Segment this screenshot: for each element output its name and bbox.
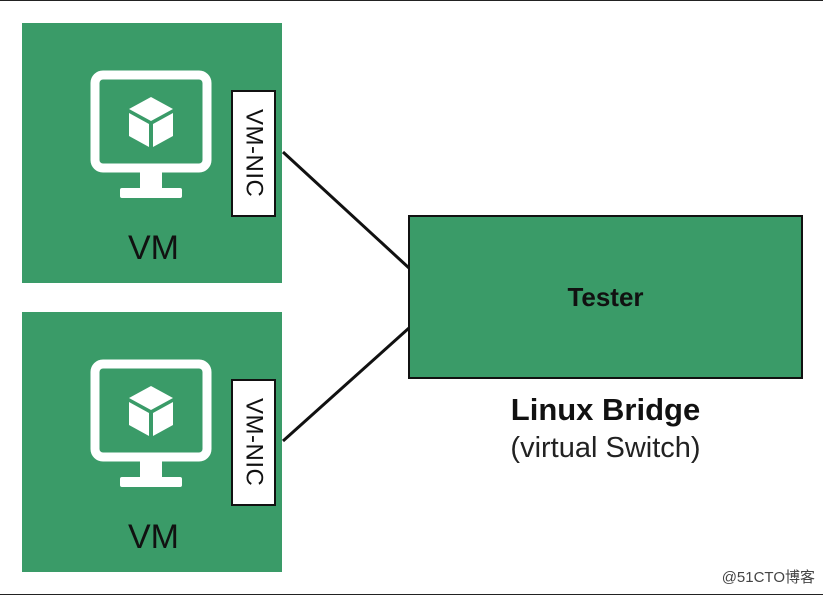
vm-box-bottom: VM-NIC VM — [22, 312, 282, 572]
vm-label: VM — [128, 229, 179, 267]
vm-nic-label: VM-NIC — [240, 398, 268, 487]
connection-line-bottom — [281, 326, 411, 443]
vm-nic: VM-NIC — [231, 379, 276, 506]
cube-icon — [129, 386, 173, 436]
bridge-inner-label: Tester — [567, 281, 644, 312]
watermark: @51CTO博客 — [721, 569, 815, 586]
vm-monitor-icon — [90, 359, 212, 487]
vm-monitor-icon — [90, 70, 212, 198]
cube-icon — [129, 97, 173, 147]
vm-box-top: VM-NIC VM — [22, 23, 282, 283]
vm-label: VM — [128, 518, 179, 556]
connection-line-top — [281, 150, 411, 270]
bridge-name: Linux Bridge — [510, 392, 701, 427]
vm-nic-label: VM-NIC — [240, 109, 268, 198]
bridge-subtitle: (virtual Switch) — [510, 432, 701, 464]
bridge-box: Tester — [408, 215, 803, 379]
vm-nic: VM-NIC — [231, 90, 276, 217]
